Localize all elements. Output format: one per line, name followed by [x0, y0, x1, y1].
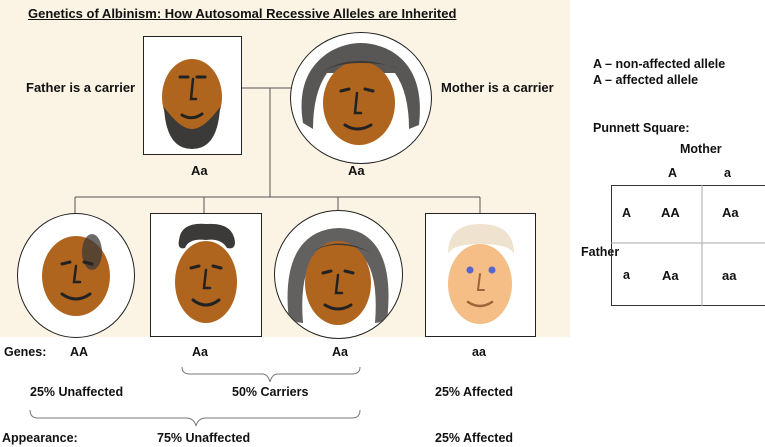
- father-genotype: Aa: [191, 163, 208, 178]
- father-label: Father is a carrier: [26, 80, 136, 95]
- child-2-square: [150, 213, 262, 337]
- affected-percent: 25% Affected: [435, 385, 514, 399]
- punnett-col-header-2: a: [724, 166, 731, 180]
- legend-line-1: A – non-affected allele: [593, 57, 726, 71]
- child-3-face: [287, 228, 389, 325]
- punnett-cell-Aa-bottom: Aa: [662, 268, 679, 283]
- child-4-face: [448, 224, 514, 324]
- child-2-face: [175, 223, 237, 323]
- punnett-cell-AA: AA: [661, 205, 680, 220]
- punnett-cell-aa: aa: [722, 268, 737, 283]
- appearance-unaffected: 75% Unaffected: [157, 431, 251, 445]
- punnett-cell-Aa-top: Aa: [722, 205, 739, 220]
- unaffected-percent: 25% Unaffected: [30, 385, 124, 399]
- father-square: [143, 36, 242, 155]
- diagram-title: Genetics of Albinism: How Autosomal Rece…: [28, 6, 457, 21]
- punnett-row-header-1: A: [622, 206, 632, 220]
- appearance-affected: 25% Affected: [435, 431, 514, 445]
- child-2-genotype: Aa: [192, 345, 208, 359]
- punnett-col-header-1: A: [668, 166, 678, 180]
- child-4-genotype: aa: [472, 345, 486, 359]
- punnett-grid: AA Aa Aa aa: [611, 185, 765, 306]
- child-1-circle: [17, 213, 135, 338]
- carriers-percent: 50% Carriers: [232, 385, 309, 399]
- father-face: [162, 59, 222, 149]
- child-4-square: [425, 213, 536, 337]
- child-1-genotype: AA: [70, 345, 89, 359]
- punnett-grid-lines: [611, 185, 765, 306]
- child-3-circle: [274, 210, 403, 339]
- mother-face: [301, 43, 420, 145]
- punnett-mother-label: Mother: [680, 142, 722, 156]
- mother-genotype: Aa: [348, 163, 365, 178]
- punnett-father-label: Father: [581, 245, 620, 259]
- genes-label: Genes:: [4, 345, 47, 359]
- punnett-row-header-2: a: [623, 268, 630, 282]
- child-1-face: [42, 234, 110, 316]
- legend-line-2: A – affected allele: [593, 73, 699, 87]
- mother-label: Mother is a carrier: [441, 80, 554, 95]
- mother-circle: [290, 32, 432, 164]
- punnett-heading: Punnett Square:: [593, 121, 690, 135]
- child-3-genotype: Aa: [332, 345, 348, 359]
- appearance-label: Appearance:: [2, 431, 78, 445]
